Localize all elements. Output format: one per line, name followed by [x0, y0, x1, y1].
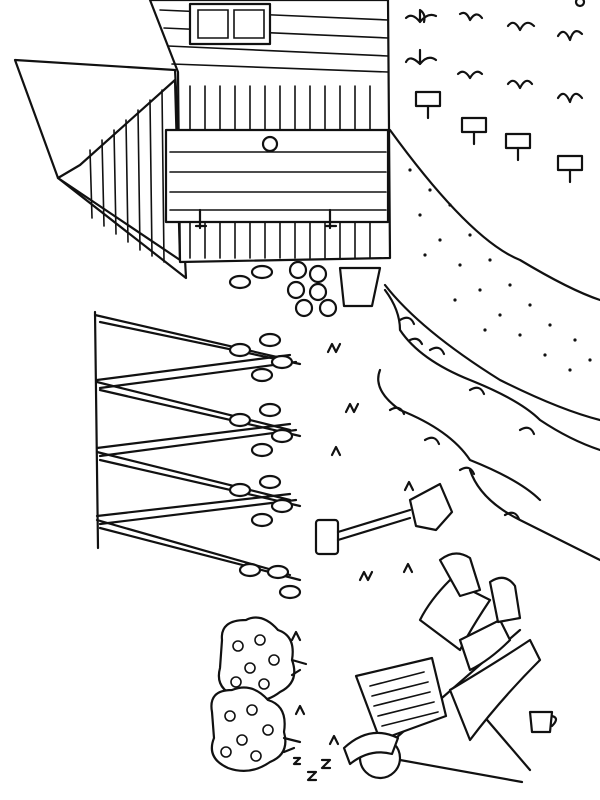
gardener-in-deckchair [294, 553, 540, 782]
bean-trellis [95, 266, 300, 598]
bean-leaves [230, 266, 300, 598]
deckchair-seat [450, 640, 540, 740]
spade-blade [410, 484, 452, 530]
plant-markers [416, 92, 582, 182]
grass-tufts [292, 344, 413, 744]
door-handle [263, 137, 277, 151]
sprout-rows [406, 0, 584, 102]
spade-handle [316, 520, 338, 554]
teacup [530, 712, 556, 732]
trellis-rail [95, 312, 98, 548]
sun-hat [344, 733, 398, 764]
gravel-path [385, 130, 600, 420]
flower-pot [288, 262, 380, 316]
boot-left [440, 553, 480, 596]
garden-spade [316, 484, 452, 554]
garden-shed [15, 0, 390, 278]
flowering-shrubs [211, 618, 306, 771]
snore-zs [294, 758, 330, 780]
vegetable-beds [378, 290, 600, 560]
boot-right [490, 578, 520, 622]
